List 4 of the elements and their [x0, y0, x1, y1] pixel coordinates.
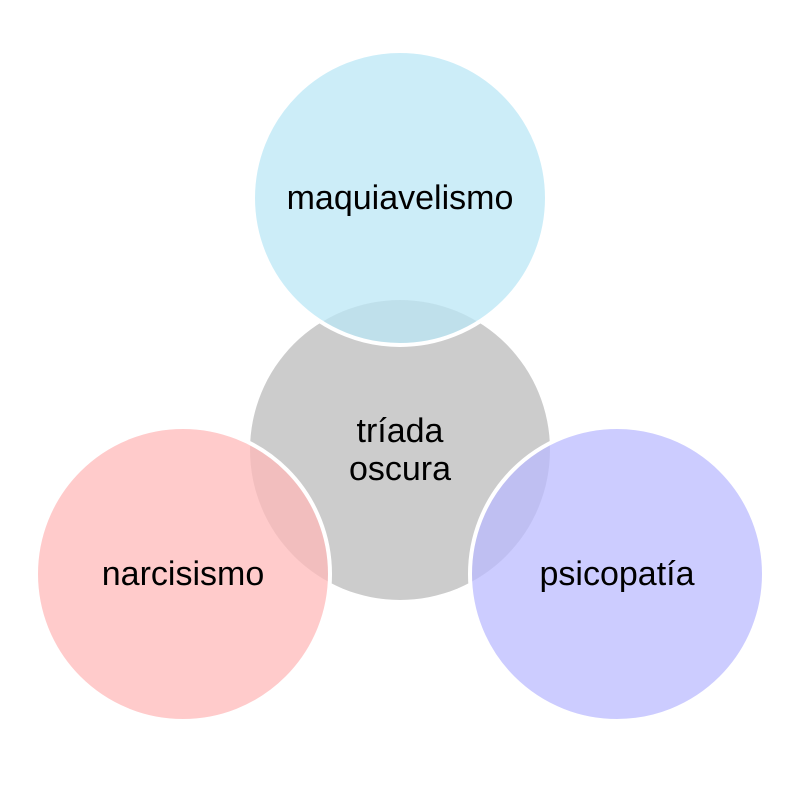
- circle-label: maquiavelismo: [286, 179, 514, 217]
- circle-label: narcisismo: [102, 555, 264, 593]
- circle-label: tríada oscura: [348, 412, 452, 488]
- circle-label: psicopatía: [540, 555, 694, 593]
